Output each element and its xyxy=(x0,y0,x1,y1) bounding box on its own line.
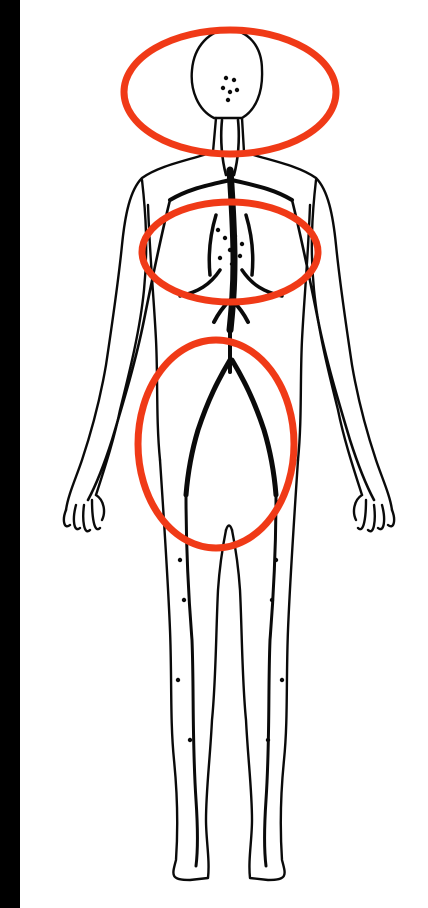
stipple-dot xyxy=(274,558,278,562)
stipple-dot xyxy=(228,90,232,94)
stipple-dot xyxy=(182,598,186,602)
human-body-illustration xyxy=(20,0,428,908)
stipple-dot xyxy=(176,678,180,682)
stipple-dot xyxy=(226,98,230,102)
panel-background xyxy=(20,0,428,908)
stipple-dot xyxy=(240,242,244,246)
stipple-dot xyxy=(178,558,182,562)
stipple-dot xyxy=(266,738,270,742)
stipple-dot xyxy=(280,678,284,682)
stipple-dot xyxy=(232,78,236,82)
stipple-dot xyxy=(218,256,222,260)
stipple-dot xyxy=(233,234,237,238)
stipple-dot xyxy=(221,86,225,90)
illustration-panel xyxy=(20,0,428,908)
stipple-dot xyxy=(216,228,220,232)
stipple-dot xyxy=(223,236,227,240)
stipple-dot xyxy=(224,76,228,80)
stipple-dot xyxy=(228,248,232,252)
stipple-dot xyxy=(188,738,192,742)
stipple-dot xyxy=(270,598,274,602)
stipple-dot xyxy=(238,254,242,258)
stipple-dot xyxy=(235,88,239,92)
stipple-dot xyxy=(230,262,234,266)
